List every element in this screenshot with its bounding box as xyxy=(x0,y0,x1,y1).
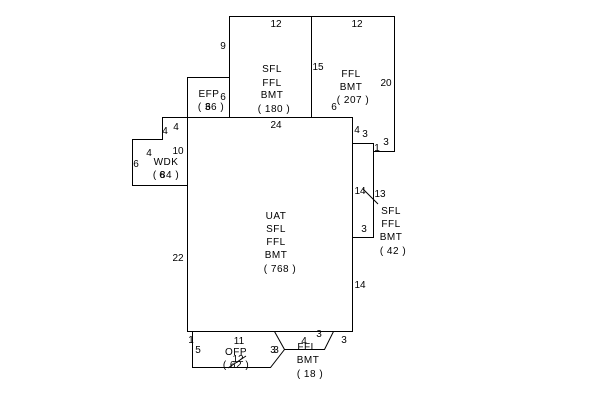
sketch-outlines xyxy=(132,16,395,369)
area-top-left: SFL FFL BMT ( 180 ) xyxy=(258,64,290,115)
area-main-line-1: UAT xyxy=(266,211,287,222)
dim-top-right-step: 6 xyxy=(331,102,337,113)
area-main-line-4: BMT xyxy=(265,250,288,261)
dim-right-wall-3: 3 xyxy=(383,137,389,148)
area-labels: SFL FFL BMT ( 180 ) FFL BMT ( 207 ) UAT … xyxy=(153,64,406,380)
dim-right-lower: 14 xyxy=(354,280,366,291)
dim-wdk-left: 6 xyxy=(133,159,139,170)
area-ofp: OFP ( 62 ) xyxy=(223,347,249,371)
area-main-line-5: ( 768 ) xyxy=(264,264,296,275)
dim-ofp-left: 5 xyxy=(195,345,201,356)
dim-right-small: 1 xyxy=(374,143,380,154)
dim-efp-side: 6 xyxy=(220,92,226,103)
outline-ofp xyxy=(192,331,286,368)
area-top-right-line-3: ( 207 ) xyxy=(337,95,369,106)
dim-top-left-width: 12 xyxy=(270,19,282,30)
area-right-line-2: FFL xyxy=(381,219,400,230)
dim-efp-bottom: 6 xyxy=(205,102,211,113)
dim-right-notch-side: 3 xyxy=(362,129,368,140)
area-main: UAT SFL FFL BMT ( 768 ) xyxy=(264,211,296,275)
outline-wdk xyxy=(132,117,188,186)
dim-wdk-top: 4 xyxy=(146,148,152,159)
outline-ofp-leader xyxy=(227,355,247,369)
dim-top-right-height: 20 xyxy=(380,78,392,89)
area-efp-line-2: ( 36 ) xyxy=(198,102,224,113)
dim-main-left: 22 xyxy=(172,253,184,264)
area-bottom-line-1: FFL xyxy=(297,342,316,353)
dim-wdk-step-top: 4 xyxy=(173,122,179,133)
dim-right-width: 13 xyxy=(374,189,386,200)
dim-wdk-step-side: 4 xyxy=(162,126,168,137)
dim-ofp-bottom: 12 xyxy=(232,354,244,365)
area-top-right-line-2: BMT xyxy=(340,82,363,93)
area-main-line-3: FFL xyxy=(266,237,285,248)
outline-right-leader xyxy=(362,188,379,205)
outline-bottom-piece xyxy=(274,331,335,350)
dim-top-mid-height: 15 xyxy=(312,62,324,73)
area-bottom: FFL BMT ( 18 ) xyxy=(297,342,323,380)
area-right: SFL FFL BMT ( 42 ) xyxy=(380,206,406,257)
area-main-line-2: SFL xyxy=(266,224,286,235)
outline-efp xyxy=(187,77,230,118)
area-right-line-3: BMT xyxy=(380,232,403,243)
dimension-labels: 12 12 9 15 20 6 24 6 6 4 4 4 10 6 6 22 4… xyxy=(133,19,392,365)
dim-right-notch-top: 4 xyxy=(354,125,360,136)
outline-right-addition xyxy=(352,143,374,238)
dim-main-top: 24 xyxy=(270,120,282,131)
area-top-left-line-3: BMT xyxy=(261,90,284,101)
area-top-right-line-1: FFL xyxy=(341,69,360,80)
dim-top-left-height: 9 xyxy=(220,41,226,52)
area-wdk-line-2: ( 84 ) xyxy=(153,170,179,181)
dim-wdk-bottom: 6 xyxy=(159,170,165,181)
dim-ofp-left-small: 1 xyxy=(188,335,194,346)
area-bottom-line-3: ( 18 ) xyxy=(297,369,323,380)
area-top-left-line-1: SFL xyxy=(262,64,282,75)
dim-bottom-top-right: 3 xyxy=(316,329,322,340)
area-wdk-line-1: WDK xyxy=(154,157,179,168)
dim-right-upper: 14 xyxy=(354,186,366,197)
area-efp: EFP ( 36 ) xyxy=(198,89,224,113)
area-efp-line-1: EFP xyxy=(199,89,220,100)
dim-bottom-top: 4 xyxy=(301,336,307,347)
outline-main-block xyxy=(187,117,353,332)
area-ofp-line-2: ( 62 ) xyxy=(223,360,249,371)
area-ofp-line-1: OFP xyxy=(225,347,247,358)
dim-bottom-left: 3 xyxy=(273,345,279,356)
area-right-line-1: SFL xyxy=(381,206,401,217)
area-top-left-line-2: FFL xyxy=(262,78,281,89)
dim-ofp-top: 11 xyxy=(234,336,245,347)
area-bottom-line-2: BMT xyxy=(297,355,320,366)
area-top-left-line-4: ( 180 ) xyxy=(258,104,290,115)
dim-right-lower-3: 3 xyxy=(361,224,367,235)
area-top-right: FFL BMT ( 207 ) xyxy=(337,69,369,106)
dim-wdk-height: 10 xyxy=(172,146,184,157)
dim-top-right-width: 12 xyxy=(351,19,363,30)
area-wdk: WDK ( 84 ) xyxy=(153,157,179,181)
dim-bottom-right: 3 xyxy=(341,335,347,346)
area-right-line-4: ( 42 ) xyxy=(380,246,406,257)
dim-ofp-right: 3 xyxy=(270,345,276,356)
